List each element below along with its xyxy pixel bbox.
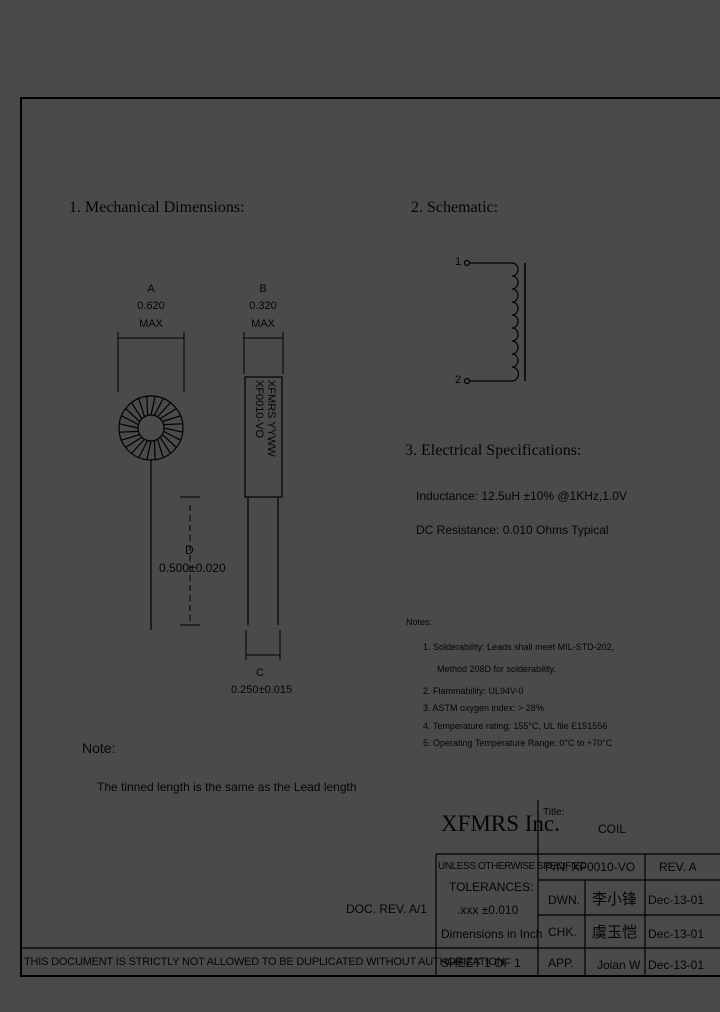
dim-d-letter: D	[185, 543, 194, 557]
toroid-front-view	[118, 395, 184, 461]
dim-c-letter: C	[256, 667, 264, 679]
part-marking: XFMRS YYWW XF0010-VO	[253, 380, 277, 457]
notes-title: Notes:	[406, 617, 433, 627]
dim-c-value: 0.250±0.015	[231, 684, 293, 696]
dim-a-value: 0.620	[137, 300, 165, 312]
note-left-text: The tinned length is the same as the Lea…	[97, 780, 357, 794]
toroid-tooth	[130, 402, 143, 420]
app-label: APP.	[548, 956, 574, 970]
schematic-coil	[463, 259, 526, 385]
coil-winding	[511, 262, 520, 382]
pin-2-terminal	[463, 377, 471, 385]
schematic-pin-1-label: 1	[455, 256, 462, 268]
note-item-5: 5. Operating Temperature Range: 0°C to +…	[423, 738, 613, 748]
section-electrical-heading: 3. Electrical Specifications:	[405, 442, 582, 459]
toroid-tooth	[159, 436, 172, 454]
dim-b-value: 0.320	[249, 300, 277, 312]
toroid-tooth	[163, 427, 183, 433]
section-schematic-heading: 2. Schematic:	[411, 199, 499, 216]
toroid-tooth	[121, 433, 140, 441]
dwn-signature: 李小锋	[592, 892, 638, 908]
chk-date: Dec-13-01	[648, 927, 705, 941]
toroid-tooth	[150, 396, 156, 416]
dim-a-letter: A	[147, 283, 155, 295]
chk-signature: 虞玉恺	[592, 925, 638, 941]
spec-dc-resistance: DC Resistance: 0.010 Ohms Typical	[416, 523, 609, 537]
toroid-inner-hole	[137, 414, 165, 442]
doc-rev: DOC. REV. A/1	[346, 902, 427, 916]
note-item-2: 2. Flammability: UL94V-0	[423, 686, 524, 696]
dimension-d-lines	[180, 496, 200, 626]
note-left-title: Note:	[82, 740, 116, 756]
part-marking-line2: XF0010-VO	[253, 380, 265, 439]
toroid-tooth	[121, 415, 139, 426]
note-item-3: 3. ASTM oxygen index: > 28%	[423, 703, 544, 713]
drawing-frame	[20, 97, 720, 977]
note-item-1: 1. Solderability: Leads shall meet MIL-S…	[423, 642, 615, 652]
toroid-tooth	[159, 407, 177, 420]
tolerances-label: TOLERANCES:	[449, 880, 534, 894]
app-date: Dec-13-01	[648, 958, 705, 972]
part-body	[244, 376, 283, 498]
dim-d-value: 0.500±0.020	[159, 561, 226, 575]
spec-inductance: Inductance: 12.5uH ±10% @1KHz,1.0V	[416, 489, 627, 503]
section-mechanical-heading: 1. Mechanical Dimensions:	[69, 199, 245, 216]
note-item-1b: Method 208D for solderability.	[437, 664, 556, 674]
title-value: COIL	[598, 822, 627, 836]
dwn-label: DWN.	[548, 893, 580, 907]
toroid-tooth	[138, 440, 149, 458]
revision: REV. A	[659, 860, 697, 874]
toroid-tooth	[119, 423, 139, 429]
toroid-tooth	[146, 396, 149, 416]
dim-b-max: MAX	[251, 318, 275, 330]
toroid-tooth	[125, 436, 143, 449]
duplication-warning: THIS DOCUMENT IS STRICTLY NOT ALLOWED TO…	[24, 956, 505, 968]
toroid-tooth	[153, 398, 164, 416]
company-name: XFMRS Inc.	[441, 811, 560, 836]
toroid-tooth	[163, 423, 183, 426]
toroid-tooth	[146, 440, 152, 460]
tolerance-xxx: .xxx ±0.010	[457, 903, 519, 917]
dwn-date: Dec-13-01	[648, 893, 705, 907]
toroid-tooth	[161, 434, 177, 448]
toroid-tooth	[131, 438, 145, 454]
toroid-tooth	[119, 430, 139, 433]
dim-a-max: MAX	[139, 318, 163, 330]
part-marking-line1: XFMRS YYWW	[265, 380, 277, 457]
note-item-4: 4. Temperature rating: 155°C, UL file E1…	[423, 721, 608, 731]
toroid-tooth	[157, 402, 171, 418]
title-block-lines	[20, 800, 720, 977]
dimensions-unit: Dimensions in Inch	[441, 927, 543, 941]
pin-1-terminal	[463, 259, 471, 267]
toroid-tooth	[163, 430, 181, 441]
sheet-number: SHEET 1 OF 1	[441, 956, 521, 970]
toroid-tooth	[138, 398, 146, 417]
part-number: P/N: XF0010-VO	[545, 860, 636, 874]
toroid-tooth	[153, 440, 156, 460]
dimension-b-lines	[243, 332, 284, 374]
toroid-tooth	[125, 408, 141, 422]
app-name: Joian W	[597, 958, 641, 972]
dim-b-letter: B	[259, 283, 267, 295]
toroid-outer-ring	[118, 395, 184, 461]
part-side-view	[244, 376, 283, 625]
schematic-pin-2-label: 2	[455, 374, 462, 386]
dimension-c-lines	[245, 630, 281, 660]
chk-label: CHK.	[548, 925, 577, 939]
toroid-tooth	[156, 439, 164, 458]
unless-specified: UNLESS OTHERWISE SPECIFIED	[438, 861, 587, 872]
toroid-tooth	[162, 415, 181, 423]
dimension-a-lines	[117, 332, 185, 392]
title-label: Title:	[543, 807, 565, 818]
